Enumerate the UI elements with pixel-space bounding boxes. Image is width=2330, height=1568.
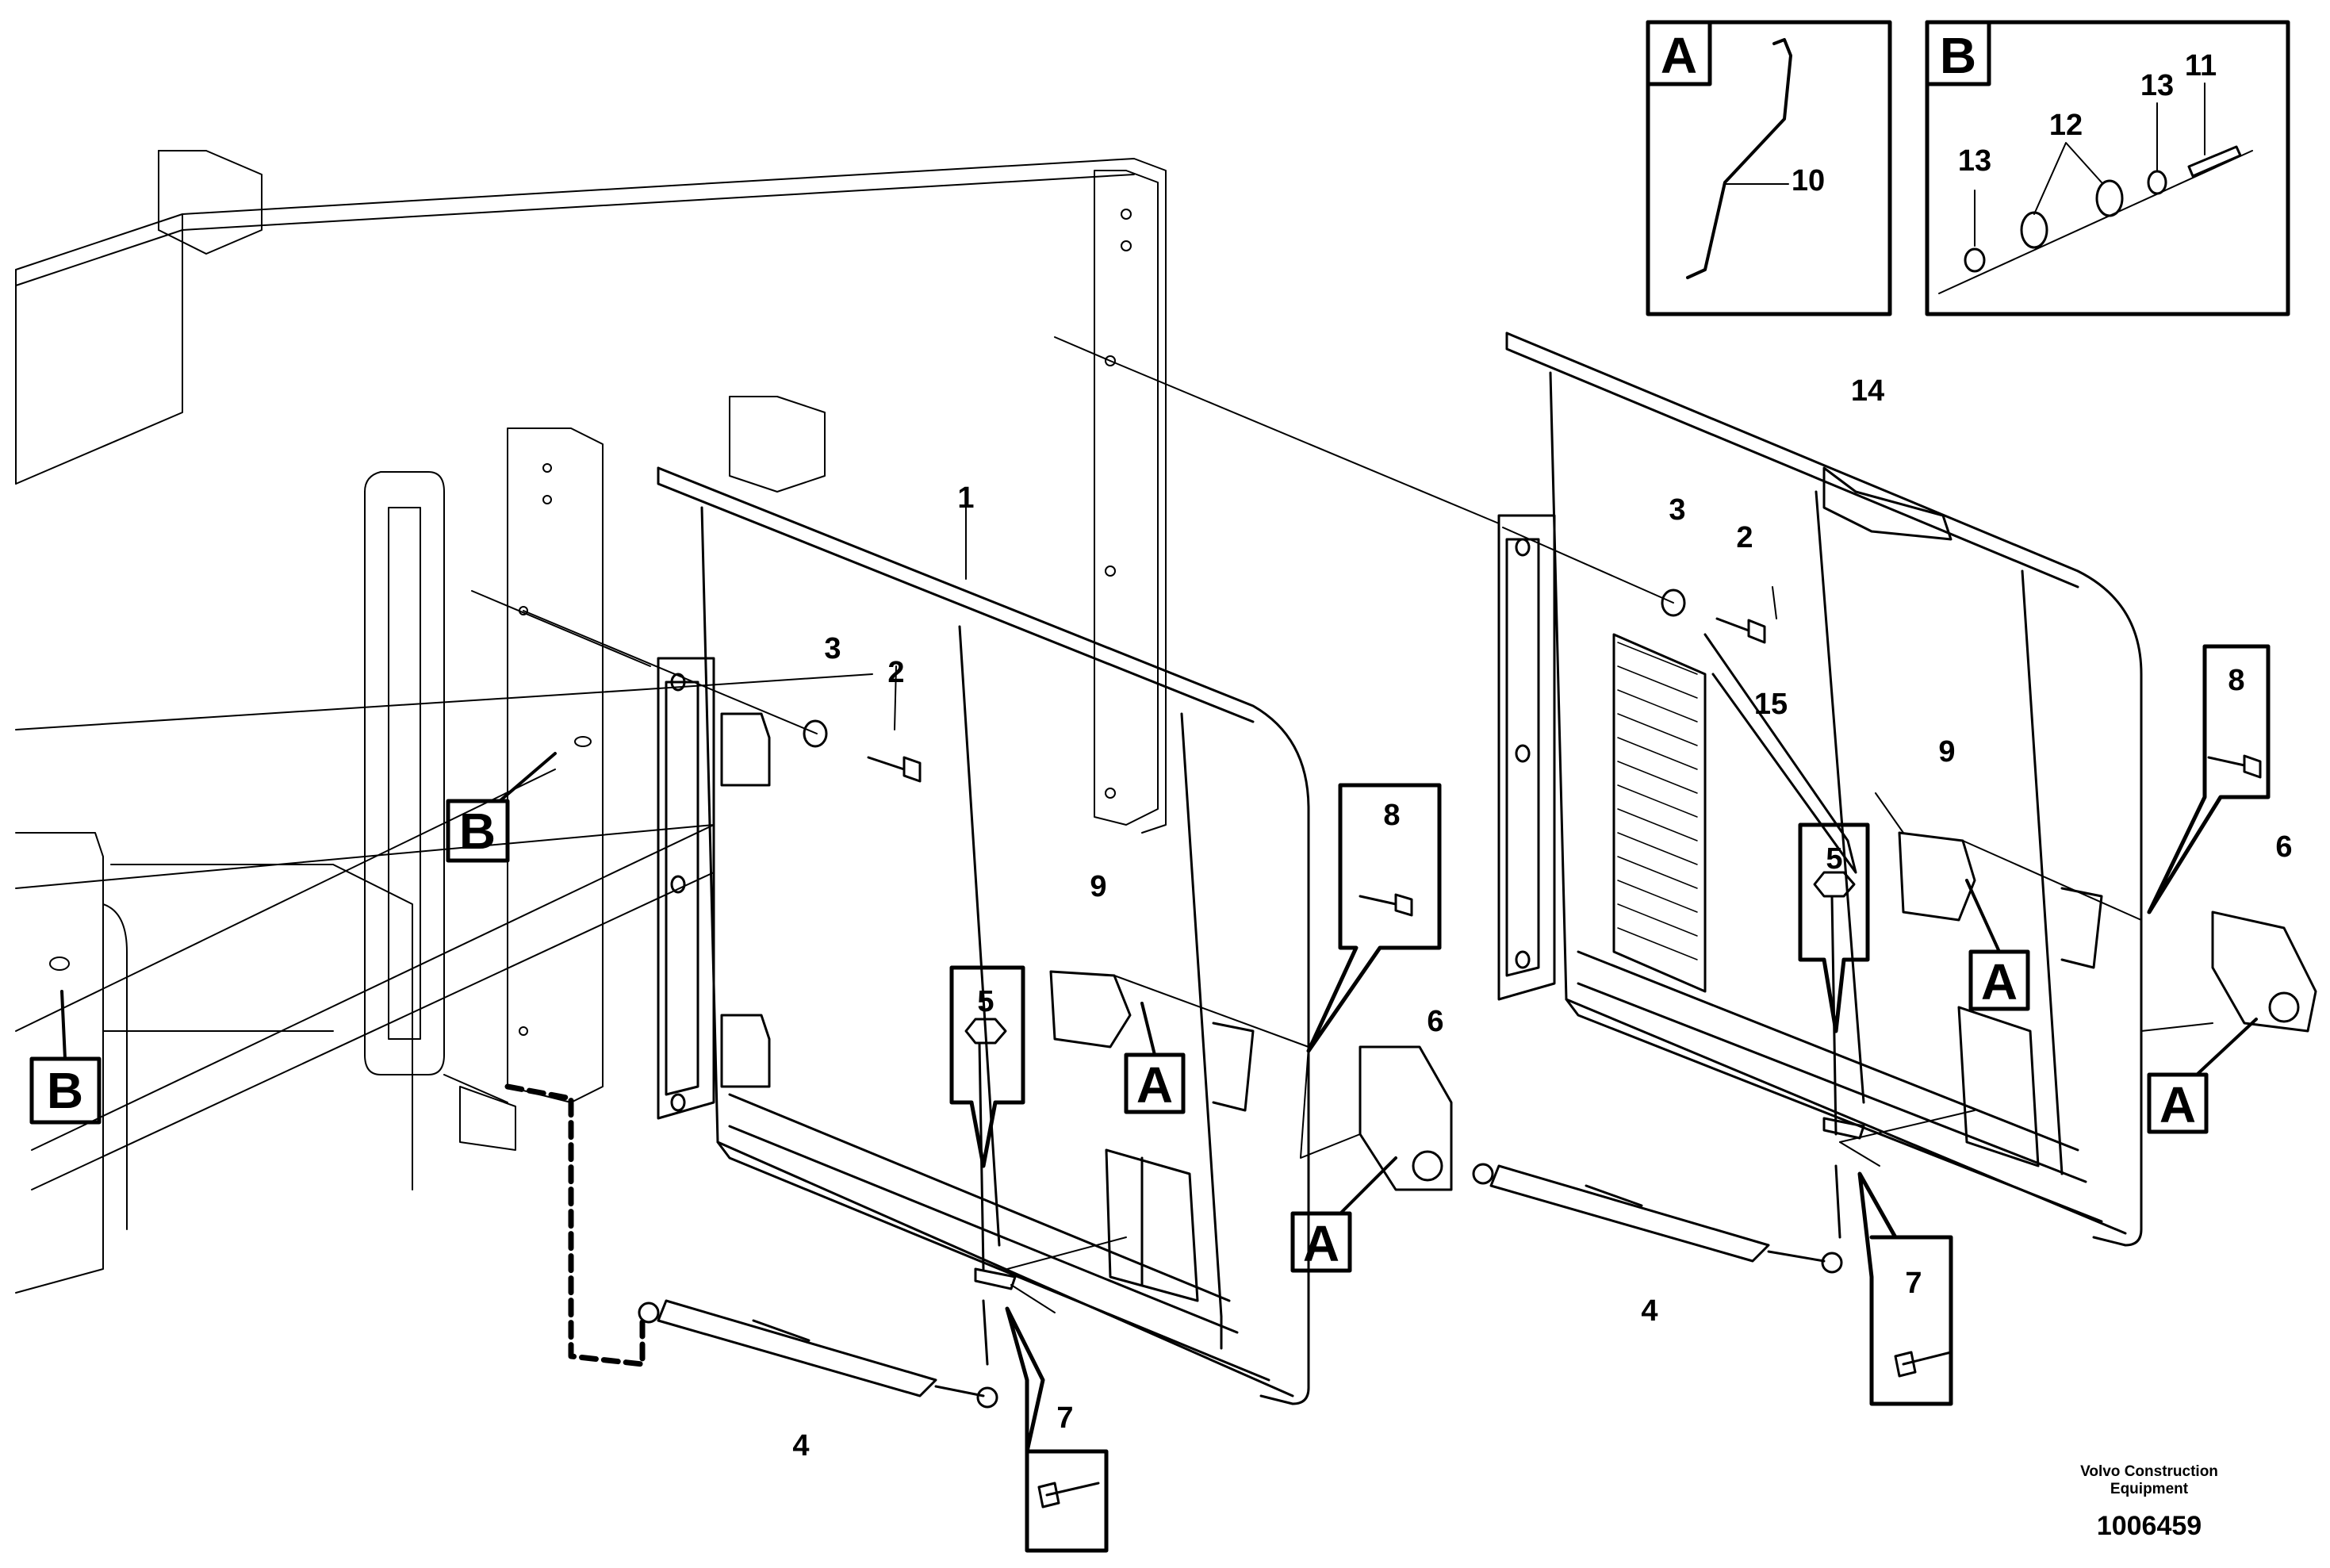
inset-detail-b: B (1925, 20, 2290, 316)
callout-8-right: 8 (2228, 664, 2244, 697)
leader-lines (471, 336, 2213, 1313)
nut-5-right (1813, 871, 1856, 898)
bolt-2-left (867, 756, 922, 783)
callout-14: 14 (1851, 374, 1884, 408)
callout-3-left: 3 (824, 632, 841, 665)
stud-11-icon (2187, 145, 2242, 178)
callout-5-right: 5 (1826, 842, 1842, 876)
gas-spring-left (638, 1299, 998, 1409)
marker-a-box-2 (1290, 1211, 1352, 1273)
bolt-8-left (1359, 893, 1413, 917)
callout-9-right: 9 (1938, 735, 1955, 769)
callout-4-right: 4 (1641, 1294, 1657, 1328)
inset-b-label: B (1940, 27, 1976, 84)
marker-a-label-1: A (1136, 1056, 1173, 1114)
callout-7-left: 7 (1056, 1401, 1073, 1435)
bolt-7-left (1037, 1482, 1100, 1509)
callout-2-right: 2 (1736, 521, 1753, 554)
callout-15: 15 (1754, 688, 1788, 721)
frame-structure (15, 150, 1167, 1294)
mesh-grille (1617, 642, 1698, 960)
bolt-8-right (2207, 754, 2262, 779)
washer-3-left (803, 719, 828, 748)
callout-7-right: 7 (1905, 1267, 1922, 1300)
callout-5-left: 5 (977, 985, 994, 1018)
striker-6-right (2211, 911, 2317, 1033)
marker-a-label-3: A (1981, 953, 2018, 1010)
callout-4-left: 4 (792, 1429, 809, 1463)
marker-a-label-2: A (1303, 1215, 1339, 1272)
inset-a-label: A (1661, 27, 1697, 84)
latch-9-right (1898, 831, 1976, 922)
marker-a-label-4: A (2159, 1076, 2196, 1133)
callout-6-right: 6 (2275, 830, 2292, 864)
gas-spring-right (1472, 1163, 1843, 1274)
bolt-2-right (1715, 617, 1766, 644)
left-door-panel (657, 466, 1310, 1405)
striker-6-left (1359, 1045, 1453, 1191)
callout-3-right: 3 (1669, 493, 1685, 527)
callout-13-lower: 13 (1958, 144, 1991, 178)
callout-11: 11 (2185, 49, 2217, 82)
brand-line-2: Equipment (2110, 1481, 2189, 1497)
latch-9-left (1049, 970, 1132, 1049)
callout-numbers: 1 2 3 4 5 6 7 8 9 10 11 12 13 13 3 2 14 … (792, 49, 2292, 1463)
washer-3-right (1661, 588, 1686, 617)
callout-6-left: 6 (1427, 1005, 1443, 1038)
callout-1: 1 (957, 481, 974, 515)
callout-9-left: 9 (1090, 870, 1106, 903)
cable-dashed (504, 1083, 646, 1367)
callout-2-left: 2 (887, 656, 904, 689)
brand-line-1: Volvo Construction (2080, 1463, 2218, 1480)
nut-5-left (964, 1018, 1007, 1045)
callout-12: 12 (2049, 109, 2083, 142)
document-number: 1006459 (2096, 1511, 2202, 1541)
callout-frames (949, 644, 2271, 1553)
bolt-7-right (1894, 1351, 1953, 1378)
brand-label: Volvo Construction Equipment (2046, 1463, 2252, 1498)
callout-13-upper: 13 (2140, 69, 2174, 102)
right-door-panel (1497, 332, 2143, 1247)
inset-detail-a: A (1646, 20, 1892, 316)
marker-b-label-1: B (459, 803, 496, 860)
callout-10: 10 (1792, 164, 1825, 197)
marker-a-box-4 (2147, 1072, 2209, 1134)
callout-8-left: 8 (1383, 799, 1400, 832)
rod-10-icon (1686, 38, 1792, 279)
marker-b-box-1 (446, 799, 510, 863)
marker-b-label-2: B (47, 1062, 83, 1119)
detail-markers: A A A A B B (29, 752, 2258, 1273)
